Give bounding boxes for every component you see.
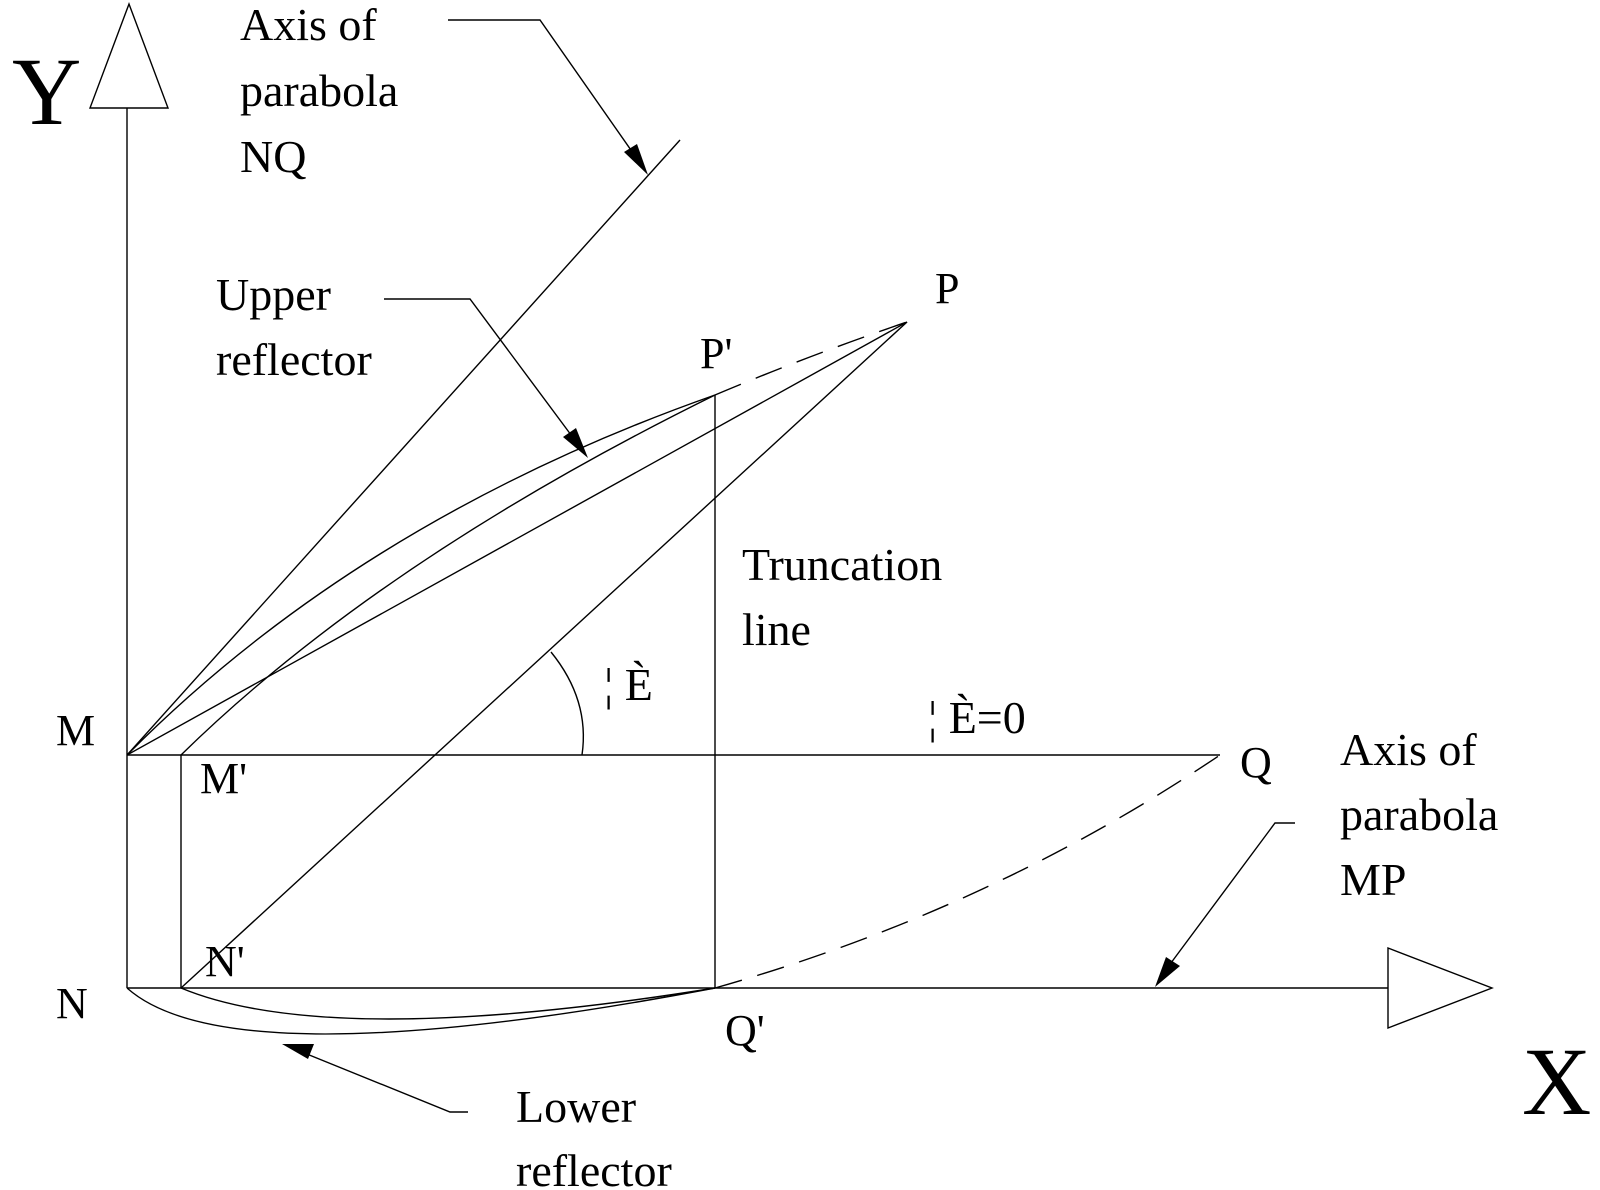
- y-axis-label: Y: [12, 38, 81, 145]
- point-m-prime-label: M': [200, 754, 247, 803]
- upper-reflector-label: Upper reflector: [216, 269, 372, 385]
- leader-axis-mp: [1161, 822, 1295, 976]
- point-n-prime-label: N': [205, 937, 245, 986]
- x-axis-arrow-icon: [1387, 946, 1494, 1030]
- axis-parabola-nq-label: Axis of parabola NQ: [240, 0, 410, 182]
- point-p-label: P: [935, 264, 959, 313]
- theta-angle-label: ¦ È: [604, 659, 653, 710]
- leader-axis-mp-arrow-icon: [1155, 957, 1180, 987]
- leader-upper-reflector: [384, 298, 581, 448]
- point-m-label: M: [56, 706, 95, 755]
- theta-zero-label: ¦ È=0: [928, 692, 1026, 743]
- lower-reflector-label: Lower reflector: [516, 1081, 672, 1190]
- upper-reflector-outer-curve: [126, 394, 716, 756]
- lower-reflector-inner-curve: [180, 987, 716, 1020]
- leader-lower-reflector: [291, 1047, 468, 1113]
- point-n-label: N: [56, 979, 88, 1028]
- upper-reflector-dashed-extension: [714, 321, 908, 396]
- m-p-line: [126, 321, 908, 756]
- upper-reflector-inner-curve: [180, 394, 716, 756]
- leader-lower-reflector-arrow-icon: [282, 1044, 314, 1059]
- point-q-label: Q: [1240, 738, 1272, 787]
- x-axis-label: X: [1522, 1028, 1591, 1135]
- leader-axis-nq: [448, 19, 641, 164]
- truncation-line-label: Truncation line: [742, 539, 954, 655]
- axis-parabola-mp-label: Axis of parabola MP: [1340, 724, 1510, 905]
- y-axis-arrow-icon: [88, 2, 170, 109]
- point-p-prime-label: P': [700, 329, 732, 378]
- n-prime-p-line: [180, 321, 908, 989]
- theta-angle-arc: [550, 651, 585, 756]
- axis-parabola-nq-line: [126, 139, 681, 756]
- leader-upper-reflector-arrow-icon: [563, 428, 588, 458]
- leader-axis-nq-arrow-icon: [624, 144, 648, 175]
- point-q-prime-label: Q': [725, 1006, 765, 1055]
- lower-reflector-outer-curve: [126, 987, 716, 1035]
- lower-reflector-dashed-extension: [714, 754, 1221, 989]
